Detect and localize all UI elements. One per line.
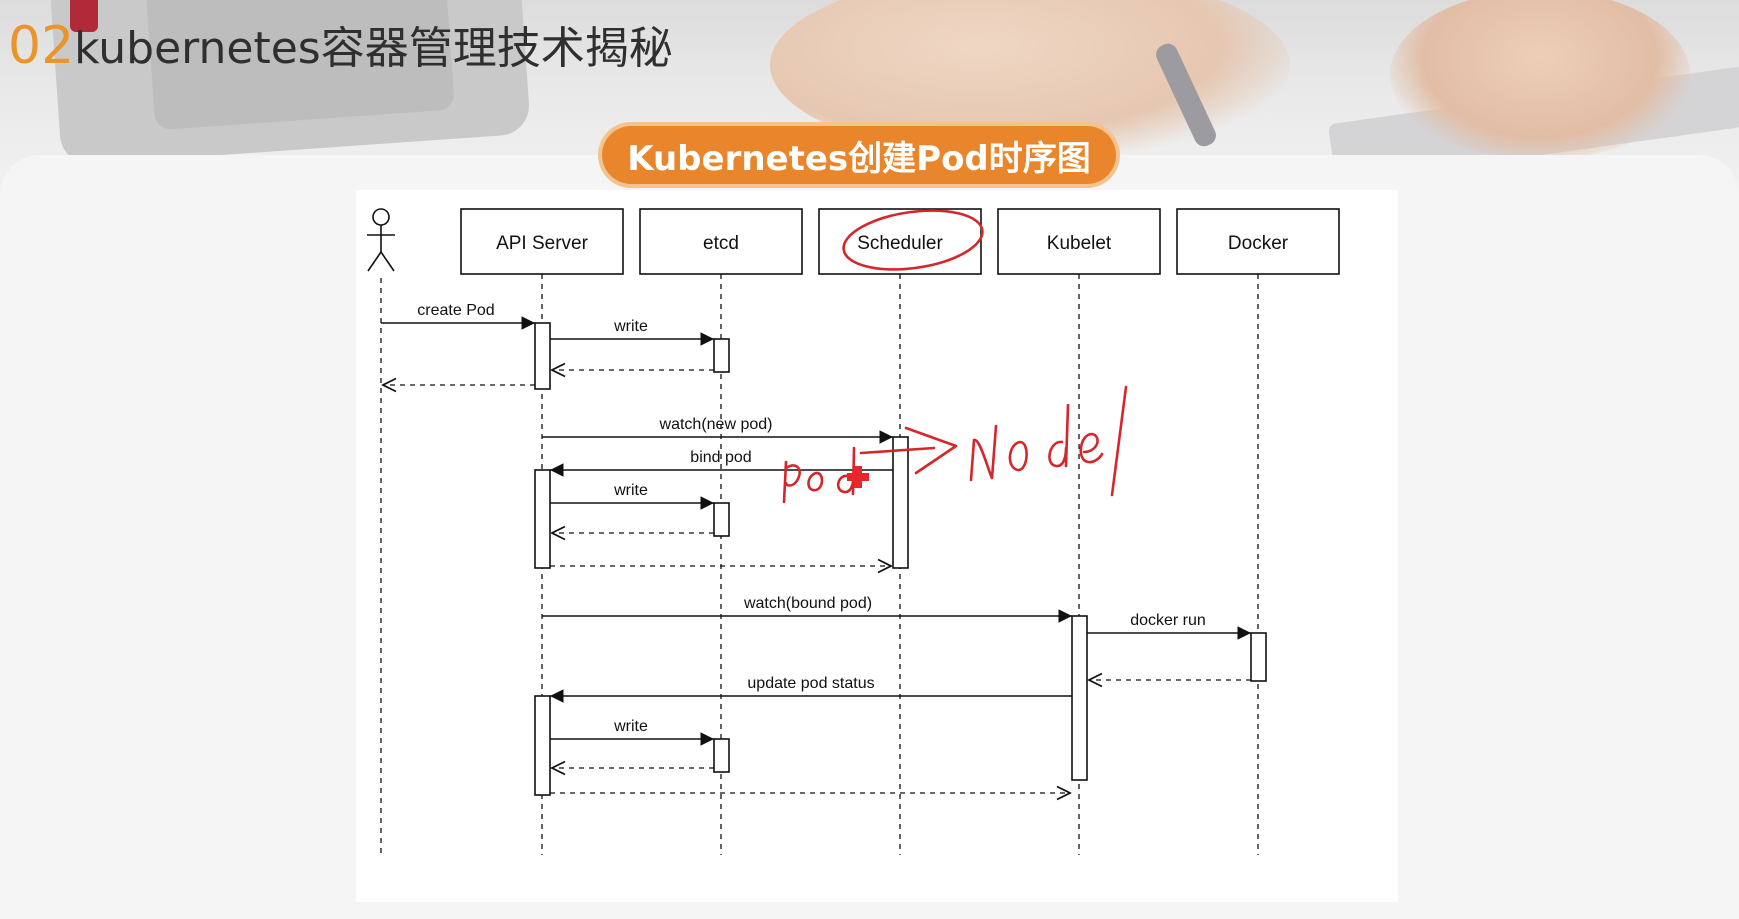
red-cross-cursor-icon <box>847 466 869 488</box>
slide-number: 02 <box>8 16 75 76</box>
message-label: bind pod <box>690 449 751 466</box>
slide-title: 02kubernetes容器管理技术揭秘 <box>8 14 673 81</box>
participant-label: API Server <box>496 233 589 254</box>
message-label: watch(new pod) <box>659 416 773 433</box>
activation-api-server-2 <box>534 469 551 569</box>
sequence-diagram-card: API Server etcd Scheduler Kubelet Docker <box>356 190 1398 902</box>
activation-api-server-1 <box>534 322 551 390</box>
participant-label: Scheduler <box>857 233 943 254</box>
participant-api-server: API Server <box>460 208 624 275</box>
participant-docker: Docker <box>1176 208 1340 275</box>
sequence-diagram: API Server etcd Scheduler Kubelet Docker <box>367 208 1340 855</box>
activation-kubelet <box>1071 615 1088 781</box>
message-write-1: write <box>550 318 714 346</box>
slide-title-text: kubernetes容器管理技术揭秘 <box>74 23 673 74</box>
message-watch-bound-pod: watch(bound pod) <box>542 595 1072 623</box>
message-write-3: write <box>550 718 714 746</box>
participant-scheduler: Scheduler <box>818 208 982 275</box>
red-tag-shape <box>70 0 98 32</box>
message-label: write <box>613 482 648 499</box>
activation-bars <box>534 322 1267 796</box>
message-write-2: write <box>550 482 714 510</box>
lifelines <box>380 274 1259 855</box>
activation-etcd-1 <box>713 338 730 373</box>
participant-label: etcd <box>703 233 739 254</box>
activation-etcd-3 <box>713 738 730 773</box>
message-update-pod-status: update pod status <box>550 675 1072 703</box>
annotation-circle-scheduler <box>842 209 984 271</box>
message-docker-run: docker run <box>1087 612 1251 640</box>
participant-kubelet: Kubelet <box>997 208 1161 275</box>
activation-api-server-3 <box>534 695 551 796</box>
message-create-pod: create Pod <box>381 302 535 330</box>
message-label: write <box>613 318 648 335</box>
subtitle-badge: Kubernetes创建Pod时序图 <box>602 126 1116 184</box>
stick-figure-icon <box>367 208 395 272</box>
hand-shape-right <box>1390 0 1690 160</box>
annotation-pod-to-node <box>782 385 1128 504</box>
message-watch-new-pod: watch(new pod) <box>542 416 893 444</box>
message-label: docker run <box>1130 612 1206 629</box>
message-label: write <box>613 718 648 735</box>
message-bind-pod: bind pod <box>550 449 893 477</box>
message-label: update pod status <box>747 675 874 692</box>
activation-docker <box>1250 632 1267 682</box>
participant-label: Docker <box>1228 233 1289 254</box>
activation-scheduler <box>892 436 909 569</box>
participant-label: Kubelet <box>1047 233 1112 254</box>
message-label: watch(bound pod) <box>743 595 872 612</box>
message-label: create Pod <box>417 302 494 319</box>
activation-etcd-2 <box>713 502 730 537</box>
participant-etcd: etcd <box>639 208 803 275</box>
